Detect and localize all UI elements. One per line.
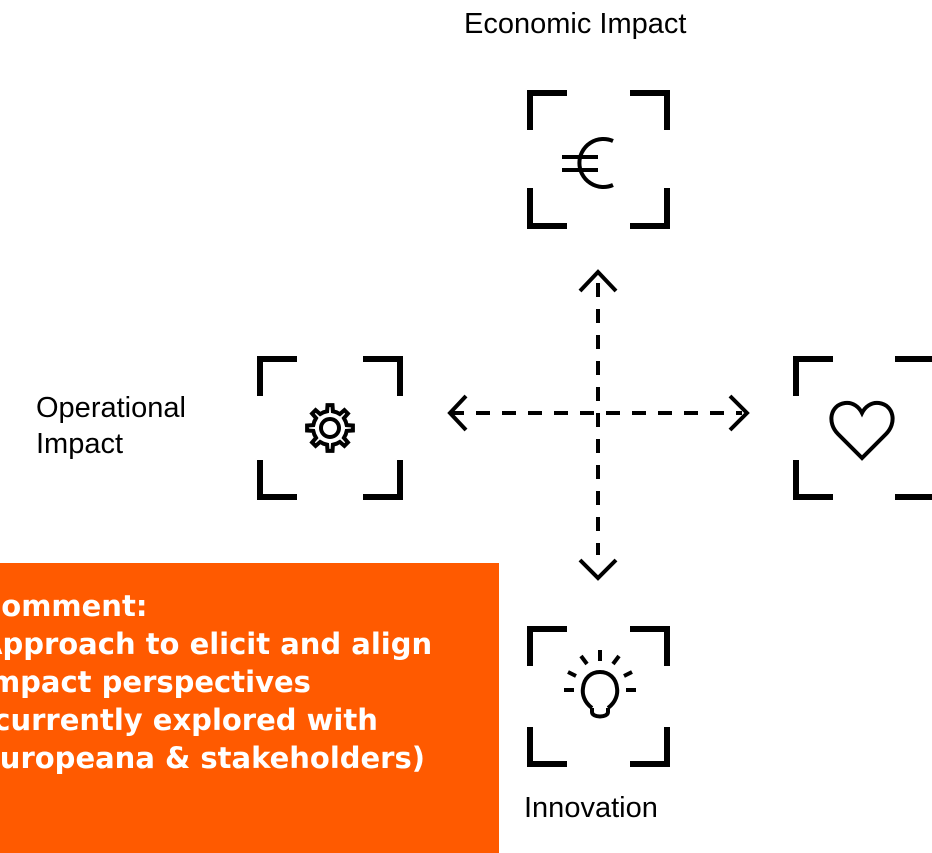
heart-frame bbox=[793, 356, 932, 500]
economic-frame bbox=[527, 90, 670, 229]
operational-frame bbox=[257, 356, 403, 500]
comment-line-4: (currently explored with bbox=[0, 703, 378, 737]
lightbulb-icon bbox=[564, 650, 636, 719]
gear-icon bbox=[305, 403, 355, 453]
comment-line-1: Comment: bbox=[0, 589, 148, 623]
arrow-down bbox=[578, 558, 618, 581]
economic-impact-label: Economic Impact bbox=[464, 8, 687, 40]
operational-label-line1: Operational bbox=[36, 392, 186, 424]
operational-impact-label: Operational Impact bbox=[36, 390, 186, 462]
arrow-left bbox=[447, 394, 468, 432]
comment-line-5: Europeana & stakeholders) bbox=[0, 741, 425, 775]
heart-icon bbox=[829, 400, 895, 461]
comment-line-2: Approach to elicit and align bbox=[0, 627, 433, 661]
comment-line-3: impact perspectives bbox=[0, 665, 311, 699]
arrow-right bbox=[728, 394, 750, 432]
innovation-label: Innovation bbox=[524, 792, 658, 824]
innovation-frame bbox=[527, 626, 670, 767]
euro-icon bbox=[562, 137, 614, 189]
comment-box: Comment: Approach to elicit and align im… bbox=[0, 563, 499, 853]
impact-diagram bbox=[257, 90, 932, 767]
dashed-arrows bbox=[447, 269, 750, 581]
operational-label-line2: Impact bbox=[36, 428, 124, 460]
arrow-up bbox=[578, 269, 618, 293]
